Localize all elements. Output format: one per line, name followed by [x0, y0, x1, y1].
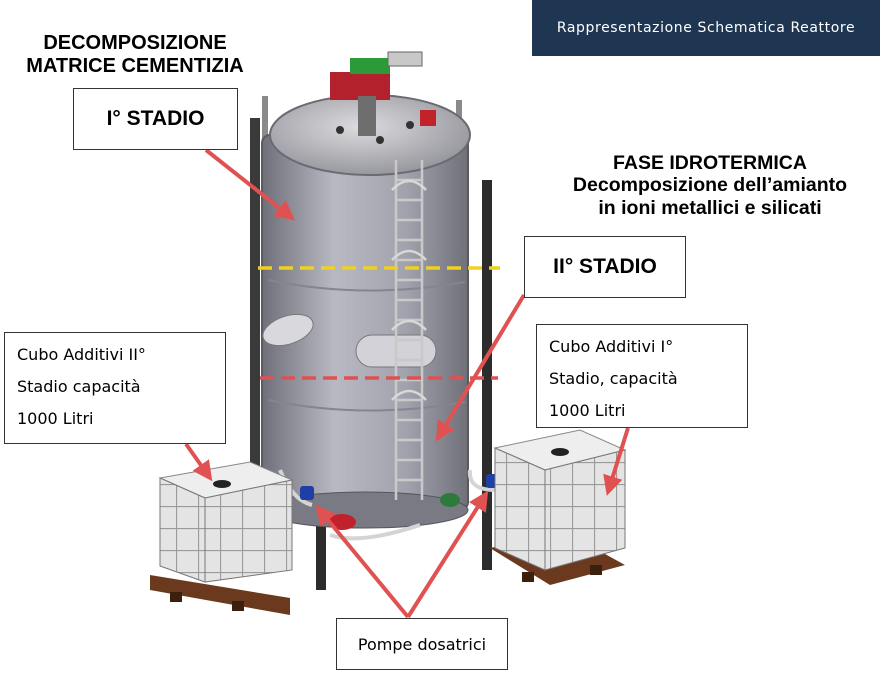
matrix-decomposition-title: DECOMPOSIZIONE MATRICE CEMENTIZIA	[0, 32, 270, 78]
title-line: MATRICE CEMENTIZIA	[26, 55, 244, 77]
stage1-label: I° STADIO	[73, 88, 238, 150]
dosing-pumps-label: Pompe dosatrici	[336, 618, 508, 670]
stage2-label: II° STADIO	[524, 236, 686, 298]
reactor-tank	[261, 94, 471, 529]
title-line: DECOMPOSIZIONE	[43, 32, 227, 54]
ibc-tank-right	[490, 429, 627, 585]
additive-cube-left-label: Cubo Additivi II° Stadio capacità 1000 L…	[4, 332, 226, 444]
additive-cube-right-label: Cubo Additivi I° Stadio, capacità 1000 L…	[536, 324, 748, 428]
title-line: in ioni metallici e silicati	[598, 196, 822, 219]
cube-label-line: Stadio, capacità	[549, 369, 678, 388]
cube-label-line: Cubo Additivi I°	[549, 337, 674, 356]
title-line: FASE IDROTERMICA	[613, 152, 807, 174]
cube-label-line: 1000 Litri	[549, 401, 626, 420]
diagram-banner: Rappresentazione Schematica Reattore	[532, 0, 880, 56]
cube-label-line: Stadio capacità	[17, 377, 141, 396]
callout-arrows	[184, 148, 630, 619]
ladder	[391, 160, 427, 500]
title-line: Decomposizione dell’amianto	[572, 174, 848, 197]
cube-label-line: Cubo Additivi II°	[17, 345, 146, 364]
ibc-tank-left	[150, 461, 294, 615]
top-valves	[330, 51, 436, 136]
hydrothermal-phase-title: FASE IDROTERMICA Decomposizione dell’ami…	[540, 152, 880, 219]
cube-label-line: 1000 Litri	[17, 409, 94, 428]
piping	[278, 469, 496, 541]
